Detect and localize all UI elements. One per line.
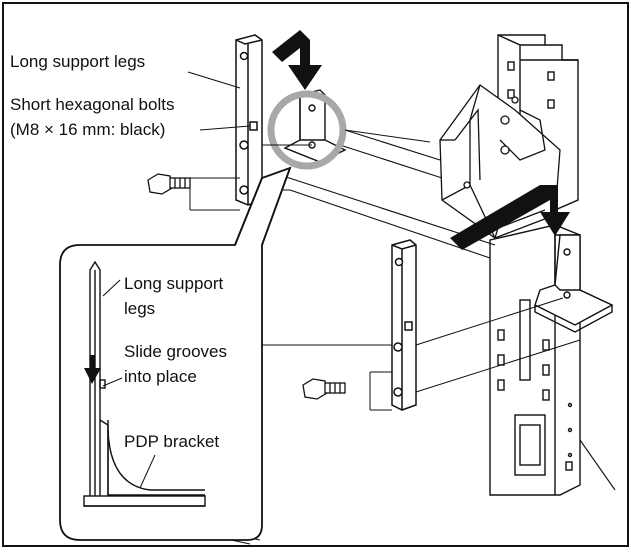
upper-long-support-leg <box>235 34 263 206</box>
inset-pdp-bracket <box>83 420 206 507</box>
lower-hex-bolt <box>302 378 346 400</box>
rail-lines <box>169 129 616 545</box>
label-long-support-legs: Long support legs <box>10 52 145 71</box>
inset-support-leg <box>89 260 109 501</box>
label-pdp-bracket: PDP bracket <box>124 432 219 451</box>
lower-down-arrow <box>450 185 570 250</box>
lower-alignment-lines <box>262 297 581 411</box>
lower-pdp-bracket <box>534 234 614 333</box>
label-slide-line2: into place <box>124 367 197 386</box>
upper-down-arrow <box>272 30 322 90</box>
label-inset-legs-line1: Long support <box>124 274 224 293</box>
lower-long-support-leg <box>391 239 417 411</box>
detail-callout <box>59 166 292 541</box>
top-leaders <box>187 71 251 131</box>
outer-border <box>2 2 629 547</box>
upper-small-bracket <box>283 89 347 163</box>
label-short-bolts-line2: (M8 × 16 mm: black) <box>10 120 165 139</box>
inset-leaders <box>102 279 156 489</box>
label-short-bolts-line1: Short hexagonal bolts <box>10 95 174 114</box>
magnifier-ring <box>267 90 347 170</box>
label-inset-legs-line2: legs <box>124 299 155 318</box>
slide-down-arrow <box>84 355 101 384</box>
upper-hex-bolt <box>147 173 191 195</box>
label-slide-line1: Slide grooves <box>124 342 227 361</box>
